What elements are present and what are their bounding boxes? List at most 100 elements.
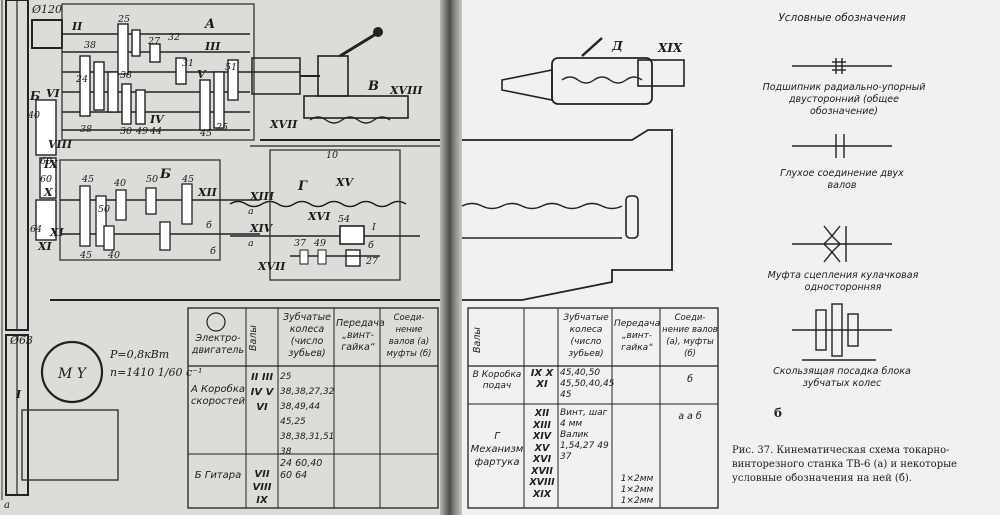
svg-text:б: б [210, 246, 216, 257]
shaft-label-xviii: XVIII [389, 84, 423, 97]
shaft-label-viii: IX [43, 158, 58, 171]
block-label-g: Г [297, 179, 308, 194]
shaft-label-xvi: XVII [257, 260, 286, 273]
gear-numbers-guitar: 40 60 60 64 [27, 110, 52, 235]
lead-screw-right [462, 202, 623, 210]
book-gutter [440, 0, 462, 515]
right-table-header-conn: Соеди-нение валов (а), муфты (б) [662, 313, 718, 359]
right-table-row-g-gears: Винт, шаг 4 мм Валик 1,54,27 49 37 [560, 408, 609, 462]
block-label-b-upper: Б [29, 89, 40, 103]
right-table-row-g-shafts: XII XIII XIV XV XVI XVII XVIII XIX [529, 408, 555, 500]
shaft-label-xiv: XV [335, 176, 355, 189]
gears-b [79, 183, 193, 251]
block-label-v: В [367, 79, 379, 94]
gear-numbers-g: 10 54 37 49 27 [294, 150, 379, 267]
shaft-label-xi: XII [197, 186, 218, 199]
right-table [467, 307, 719, 509]
motor-circle [40, 340, 104, 404]
right-table-row-g-group: Г Механизм фартука [470, 431, 524, 468]
letter-d: Д [611, 39, 623, 53]
left-table-header-conn: Соеди-нение валов (а) муфты (б) [386, 313, 432, 359]
kinematic-diagram-left: Ø120 A [1, 0, 440, 511]
svg-text:45: 45 [79, 250, 92, 261]
motor-speed: n=1410 1/60 c⁻¹ [110, 366, 202, 379]
svg-text:45: 45 [199, 128, 212, 139]
pulley-diameter-bottom: Ø63 [9, 334, 33, 347]
svg-text:27: 27 [147, 36, 161, 47]
tool-post [317, 55, 349, 97]
left-table-header-shafts: Валы [248, 325, 259, 351]
svg-text:10: 10 [326, 150, 338, 161]
svg-text:37: 37 [294, 238, 307, 249]
left-table-row-a-gears: 25 38,38,27,32 38,49,44 45,25 38,38,31,5… [280, 372, 335, 457]
cross-slide [303, 95, 409, 119]
left-table [187, 307, 439, 509]
kinematic-diagram-right: Д XIX [462, 37, 892, 509]
shaft-label-ii: II [71, 20, 83, 33]
svg-text:a: a [248, 238, 254, 249]
svg-text:a: a [248, 206, 254, 217]
svg-text:38: 38 [84, 40, 96, 51]
legend-title: Условные обозначения [778, 12, 906, 24]
legend-symbols [792, 58, 892, 361]
legend-item-rigid-coupling: Глухое соединение двух валов [780, 168, 904, 191]
right-table-header-gears: Зубчатые колеса (число зубьев) [563, 313, 609, 359]
shaft-label-xv: XVI [307, 210, 331, 223]
shaft-label-xix: XIX [657, 41, 683, 55]
svg-text:38: 38 [80, 124, 92, 135]
svg-text:30: 30 [120, 126, 132, 137]
bed-profile [462, 129, 673, 301]
svg-text:I: I [15, 388, 22, 401]
svg-text:49: 49 [135, 126, 148, 137]
chuck [251, 57, 301, 95]
shaft-label-vii: VIII [48, 138, 73, 151]
gear-numbers-a: 25 27 32 38 31 51 24 38 38 30 49 44 45 2… [75, 14, 237, 139]
left-table-row-b-gears: 24 60,40 60 64 [280, 458, 323, 481]
shaft-label-x: XI [49, 226, 65, 239]
tailstock-body [551, 57, 653, 105]
block-g-outline [269, 149, 401, 281]
motor-letters: M Y [57, 366, 88, 382]
svg-text:50: 50 [146, 174, 158, 185]
block-label-a: A [203, 17, 215, 32]
shaft-label-iv: IV [149, 113, 165, 126]
left-table-row-a-shafts: II III IV V VI [250, 372, 274, 413]
svg-text:б: б [368, 240, 374, 251]
right-table-row-v-conn: б [687, 374, 693, 385]
block-label-b-mid: Б [159, 167, 171, 182]
right-page: Д XIX [462, 0, 1000, 515]
left-table-row-b-shafts: VII VIII IX [252, 469, 272, 506]
svg-text:I: I [371, 222, 376, 233]
svg-text:51: 51 [225, 62, 237, 73]
svg-text:60: 60 [40, 174, 52, 185]
pulley-diameter-top: Ø120 [31, 3, 62, 16]
svg-text:32: 32 [168, 32, 180, 43]
svg-text:38: 38 [120, 70, 132, 81]
worm-gear [339, 225, 365, 245]
left-table-row-b-group: Б Гитара [194, 470, 242, 481]
left-table-header-screw: Передача „винт-гайка“ [336, 318, 385, 353]
shaft-label-x-lower: XI [37, 240, 53, 253]
tailstock-quill [501, 69, 553, 101]
block-b-outline [59, 159, 221, 261]
svg-text:44: 44 [149, 126, 162, 137]
left-table-header-motor: Электро-двигатель [191, 333, 245, 356]
legend-item-bearing: Подшипник радиально-упорный двусторонний… [762, 82, 926, 117]
svg-text:60: 60 [40, 156, 52, 167]
svg-text:б: б [206, 220, 212, 231]
right-table-row-g-screw: 1×2мм 1×2мм 1×2мм [620, 474, 654, 506]
left-table-row-a-group: A Коробка скоростей [190, 384, 246, 407]
shaft-label-v: V [197, 68, 207, 81]
svg-text:25: 25 [117, 14, 130, 25]
gear-numbers-b: 45 40 50 45 50 45 40 [79, 174, 194, 261]
shaft-label-ix: X [43, 186, 53, 199]
svg-text:40: 40 [113, 178, 126, 189]
diagram-label-a: а [4, 500, 10, 511]
svg-text:49: 49 [313, 238, 326, 249]
legend-label-b: б [774, 406, 783, 420]
svg-text:40: 40 [107, 250, 120, 261]
right-table-row-g-conn: а а б [678, 411, 702, 422]
shaft-label-xiii: XIV [249, 222, 274, 235]
shaft-label-iii: III [204, 40, 221, 53]
